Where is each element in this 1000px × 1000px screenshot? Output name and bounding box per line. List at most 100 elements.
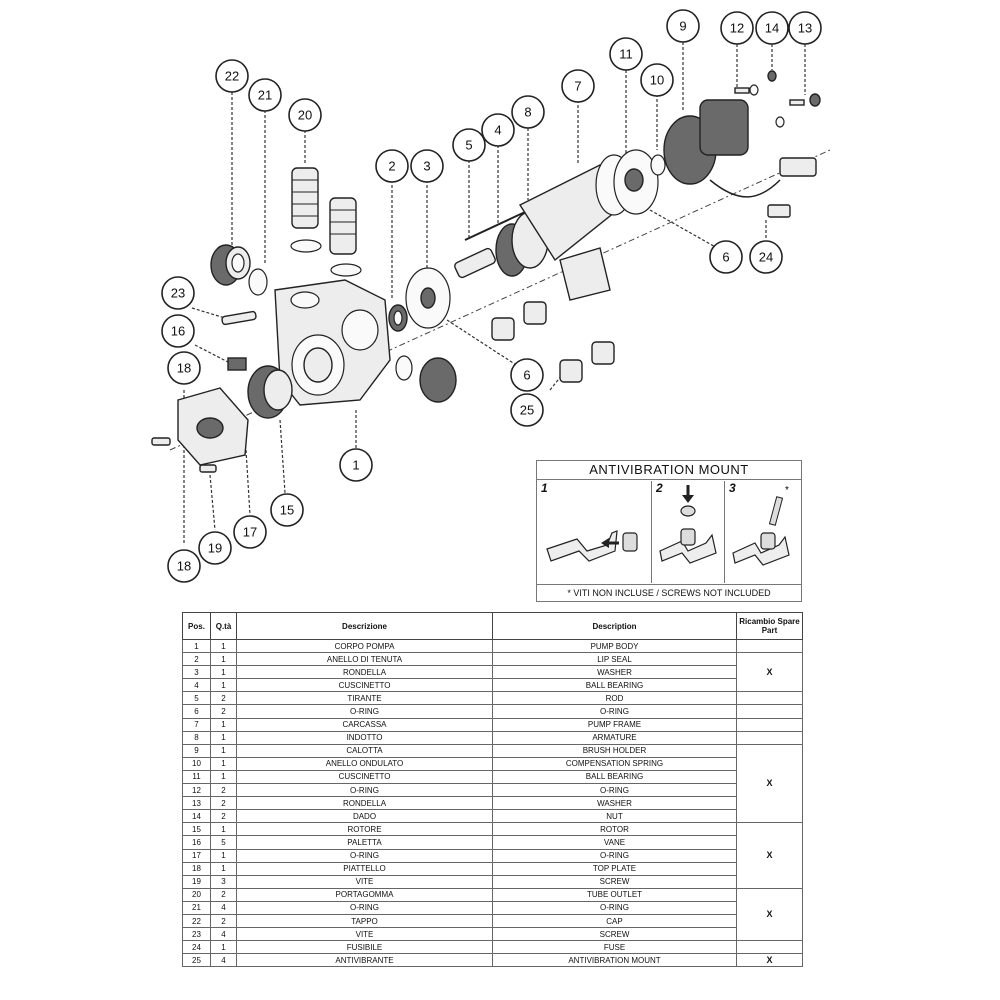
cell-en: CAP bbox=[492, 913, 737, 929]
callout-16: 16 bbox=[161, 314, 195, 348]
header-qty: Q.tà bbox=[210, 612, 237, 640]
callout-9: 9 bbox=[666, 9, 700, 43]
mount-step-3-illustration: * bbox=[732, 485, 790, 566]
cell-it: RONDELLA bbox=[236, 665, 493, 680]
cell-qty: 2 bbox=[210, 887, 237, 902]
cell-qty: 1 bbox=[210, 756, 237, 771]
callout-number: 11 bbox=[619, 47, 633, 62]
cell-qty: 1 bbox=[210, 822, 237, 837]
cell-en: BRUSH HOLDER bbox=[492, 743, 737, 758]
cell-en: PUMP BODY bbox=[492, 638, 737, 654]
cell-en: BALL BEARING bbox=[492, 769, 737, 785]
callout-8: 8 bbox=[511, 95, 545, 129]
callout-number: 2 bbox=[388, 159, 395, 174]
cell-pos: 4 bbox=[182, 678, 211, 693]
cell-it: RONDELLA bbox=[236, 796, 493, 811]
cell-qty: 5 bbox=[210, 835, 237, 850]
callout-number: 17 bbox=[243, 525, 257, 540]
callout-number: 15 bbox=[280, 503, 294, 518]
cell-qty: 1 bbox=[210, 678, 237, 693]
cell-pos: 17 bbox=[182, 848, 211, 863]
cell-qty: 1 bbox=[210, 665, 237, 680]
cell-qty: 3 bbox=[210, 874, 237, 889]
mount-step-1-illustration bbox=[546, 530, 638, 562]
callout-number: 19 bbox=[208, 541, 222, 556]
callout-18: 18 bbox=[167, 351, 201, 385]
parts-list-table: Pos. Q.tà Descrizione Description Ricamb… bbox=[182, 612, 803, 968]
callout-24: 24 bbox=[749, 240, 783, 274]
cell-pos: 14 bbox=[182, 809, 211, 824]
cell-spare-mark: X bbox=[736, 652, 803, 693]
cell-en: O-RING bbox=[492, 848, 737, 863]
cell-en: TOP PLATE bbox=[492, 861, 737, 876]
callout-4: 4 bbox=[481, 113, 515, 147]
cell-pos: 13 bbox=[182, 796, 211, 811]
cell-it: CUSCINETTO bbox=[236, 769, 493, 785]
cell-pos: 1 bbox=[182, 638, 211, 654]
cell-pos: 25 bbox=[182, 953, 211, 968]
cell-it: PIATTELLO bbox=[236, 861, 493, 876]
antivibration-mount-panel: ANTIVIBRATION MOUNT 1 2 3 * * VITI NON I… bbox=[536, 460, 802, 602]
cell-it: CALOTTA bbox=[236, 743, 493, 758]
cell-spare-mark: X bbox=[736, 887, 803, 942]
cell-qty: 2 bbox=[210, 809, 237, 824]
part-pump-body-1 bbox=[274, 279, 391, 406]
cell-qty: 1 bbox=[210, 638, 237, 654]
mount-step-3: 3 * bbox=[725, 481, 801, 583]
cell-en: ROTOR bbox=[492, 822, 737, 837]
mount-step-1: 1 bbox=[537, 481, 652, 583]
callout-number: 5 bbox=[465, 138, 472, 153]
cell-it: TIRANTE bbox=[236, 691, 493, 706]
callout-number: 8 bbox=[524, 105, 531, 120]
callout-number: 24 bbox=[759, 250, 773, 265]
cell-it: DADO bbox=[236, 809, 493, 824]
cell-spare-empty bbox=[736, 940, 803, 955]
cell-en: O-RING bbox=[492, 900, 737, 915]
mount-step-number: 2 bbox=[656, 481, 663, 495]
cell-it: CUSCINETTO bbox=[236, 678, 493, 693]
table-header-row: Pos. Q.tà Descrizione Description Ricamb… bbox=[182, 612, 803, 640]
cell-it: TAPPO bbox=[236, 913, 493, 929]
cell-pos: 3 bbox=[182, 665, 211, 680]
cell-it: CORPO POMPA bbox=[236, 638, 493, 654]
screw-note-mark: * bbox=[785, 485, 789, 496]
cell-en: TUBE OUTLET bbox=[492, 887, 737, 902]
part-spring-10 bbox=[650, 154, 666, 176]
callout-number: 9 bbox=[679, 19, 686, 34]
callout-number: 16 bbox=[171, 324, 185, 339]
cell-qty: 2 bbox=[210, 691, 237, 706]
cell-it: ANELLO DI TENUTA bbox=[236, 652, 493, 667]
callout-12: 12 bbox=[720, 11, 754, 45]
cell-en: FUSE bbox=[492, 940, 737, 955]
callout-11: 11 bbox=[609, 37, 643, 71]
cell-en: WASHER bbox=[492, 796, 737, 811]
part-oring-21 bbox=[248, 268, 268, 296]
callout-6: 6 bbox=[510, 358, 544, 392]
cell-it: INDOTTO bbox=[236, 730, 493, 745]
callout-number: 13 bbox=[798, 21, 812, 36]
callout-number: 10 bbox=[650, 73, 664, 88]
cell-it: O-RING bbox=[236, 783, 493, 798]
cell-pos: 24 bbox=[182, 940, 211, 955]
callout-number: 18 bbox=[177, 361, 191, 376]
cell-en: ROD bbox=[492, 691, 737, 706]
callout-number: 21 bbox=[258, 88, 272, 103]
cell-qty: 2 bbox=[210, 704, 237, 719]
cell-qty: 1 bbox=[210, 848, 237, 863]
cell-en: O-RING bbox=[492, 783, 737, 798]
cell-it: VITE bbox=[236, 927, 493, 942]
callout-10: 10 bbox=[640, 63, 674, 97]
part-cap-22 bbox=[210, 244, 251, 286]
